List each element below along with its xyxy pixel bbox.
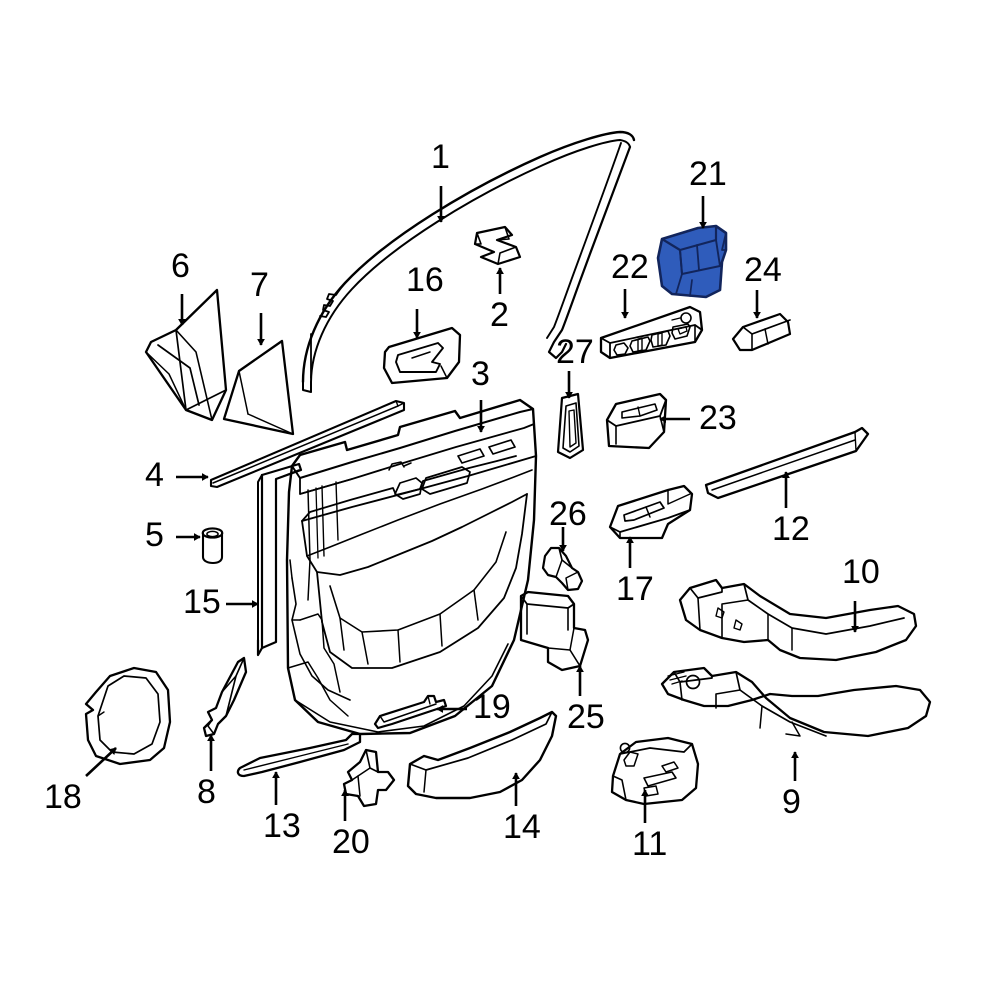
callout-number-20[interactable]: 20	[332, 823, 370, 861]
callout-number-6[interactable]: 6	[171, 247, 190, 285]
callout-number-15[interactable]: 15	[183, 583, 221, 621]
callout-number-5[interactable]: 5	[145, 516, 164, 554]
callout-number-2[interactable]: 2	[490, 296, 509, 334]
callout-number-3[interactable]: 3	[471, 355, 490, 393]
part-21-window-switch-housing-highlighted	[656, 224, 728, 299]
part-20-bracket-clip	[342, 748, 396, 808]
callout-number-9[interactable]: 9	[782, 783, 801, 821]
callout-number-22[interactable]: 22	[611, 248, 649, 286]
part-23-seat-memory-switch	[605, 392, 668, 450]
part-8-lock-rod	[202, 656, 248, 738]
part-12-upper-trim-strip	[704, 426, 870, 500]
part-6-mirror-flag-cover	[144, 288, 228, 422]
part-7-mirror-inner-cover	[222, 339, 295, 436]
callout-number-14[interactable]: 14	[503, 808, 541, 846]
part-25-mirror-switch-module	[519, 590, 590, 672]
callout-number-12[interactable]: 12	[772, 510, 810, 548]
part-27-narrow-trim-insert	[556, 392, 585, 460]
part-3-door-trim-panel	[256, 398, 538, 736]
part-4-belt-weatherstrip	[209, 399, 406, 489]
part-17-switch-trim-bezel	[608, 484, 694, 540]
part-22-master-window-switch	[599, 305, 704, 360]
callout-number-21[interactable]: 21	[689, 155, 727, 193]
callout-number-1[interactable]: 1	[431, 138, 450, 176]
callout-number-23[interactable]: 23	[699, 399, 737, 437]
part-13-applique-trim	[236, 732, 362, 778]
callout-number-8[interactable]: 8	[197, 773, 216, 811]
callout-number-4[interactable]: 4	[145, 456, 164, 494]
callout-number-11[interactable]: 11	[632, 825, 668, 863]
callout-number-10[interactable]: 10	[842, 553, 880, 591]
callout-number-17[interactable]: 17	[616, 570, 654, 608]
part-11-switch-bezel-bracket	[610, 736, 700, 806]
part-26-courtesy-lamp-bulb	[541, 546, 584, 592]
callout-number-13[interactable]: 13	[263, 807, 301, 845]
callout-number-24[interactable]: 24	[744, 251, 782, 289]
part-19-trim-retainer-strip	[373, 694, 448, 730]
callout-number-27[interactable]: 27	[556, 333, 594, 371]
part-18-mirror-sail-cover	[84, 666, 172, 766]
part-2-retainer-clip	[473, 225, 522, 266]
callout-arrow-group	[85, 186, 859, 823]
part-5-bushing	[201, 527, 224, 565]
callout-number-26[interactable]: 26	[549, 495, 587, 533]
callout-number-16[interactable]: 16	[406, 261, 444, 299]
part-1-window-molding	[301, 130, 636, 393]
callout-arrow-18	[85, 747, 117, 777]
part-9-armrest-handle-lower	[660, 666, 932, 738]
callout-number-19[interactable]: 19	[473, 688, 511, 726]
callout-number-18[interactable]: 18	[44, 778, 82, 816]
part-14-lower-trim-insert	[406, 710, 558, 800]
part-24-switch-cover-cap	[731, 312, 792, 352]
part-16-handle-bezel	[382, 326, 462, 385]
callout-number-7[interactable]: 7	[250, 266, 269, 304]
part-10-armrest-handle-upper	[678, 578, 918, 662]
callout-number-25[interactable]: 25	[567, 698, 605, 736]
